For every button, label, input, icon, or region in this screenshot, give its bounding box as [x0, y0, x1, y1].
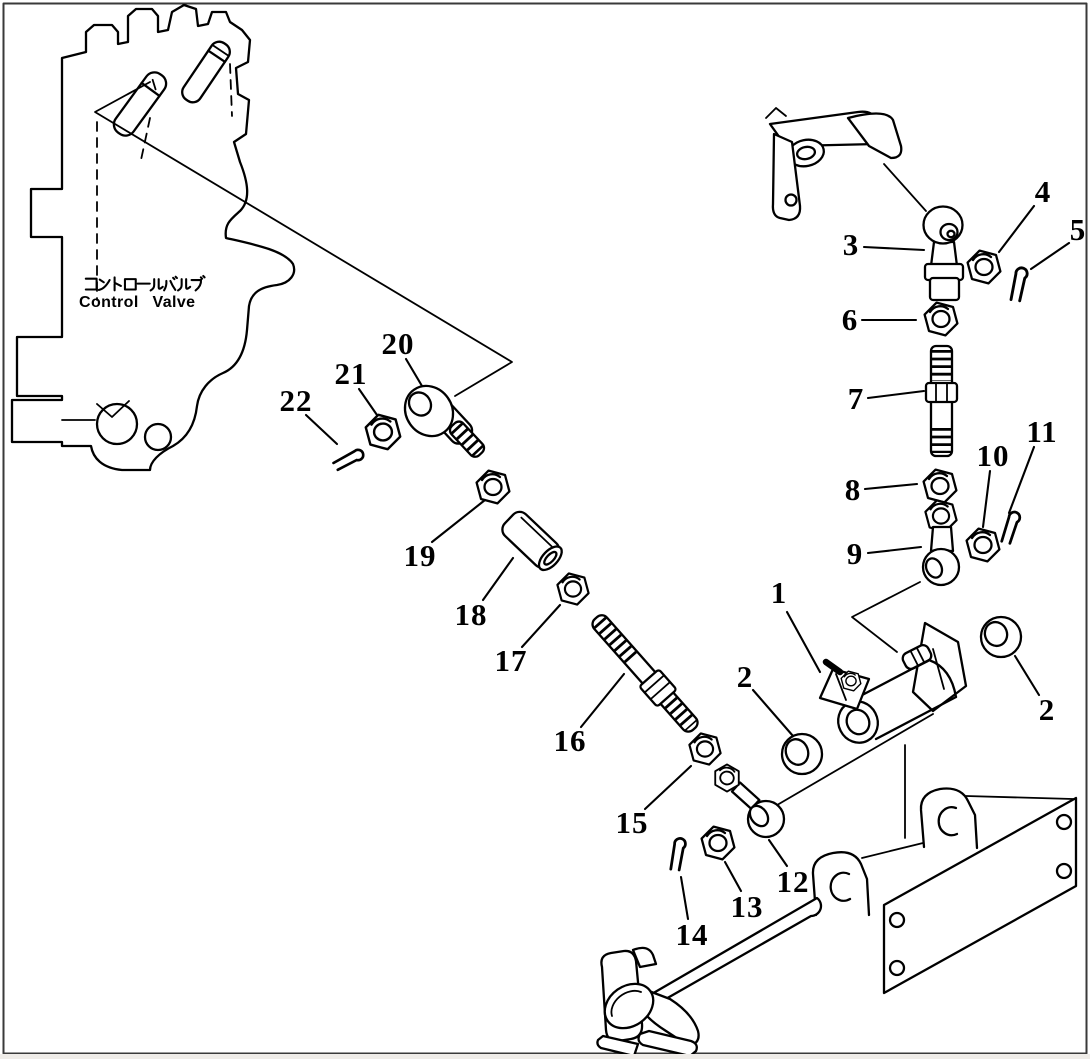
- cross-shaft-assembly-1: [818, 581, 968, 744]
- part-number-label-8: 8: [844, 472, 862, 507]
- leader-line-22: [304, 413, 339, 446]
- turnbuckle-rod-7: [924, 344, 959, 458]
- part-number-label-22: 22: [279, 383, 313, 418]
- part-number-label-11: 11: [1026, 414, 1058, 449]
- leader-line-2: [751, 688, 795, 738]
- leader-line-17: [520, 603, 562, 649]
- control-valve-label-jp-text: コントロールバルブ: [84, 275, 214, 293]
- control-valve-label-jp: [84, 274, 206, 292]
- leader-line-5: [1029, 241, 1071, 271]
- leader-line-11: [1007, 445, 1036, 515]
- linkage-reference-line: [94, 81, 513, 397]
- control-valve-label-en: Control Valve: [79, 294, 196, 311]
- leader-line-2: [1013, 654, 1041, 697]
- part-number-label-6: 6: [841, 302, 859, 337]
- part-number-label-18: 18: [454, 597, 488, 632]
- mounting-bracket: [811, 744, 1078, 995]
- part-number-label-5: 5: [1069, 212, 1087, 247]
- leader-line-15: [643, 764, 693, 811]
- part-number-label-9: 9: [846, 536, 864, 571]
- leader-line-7: [866, 389, 926, 400]
- leader-line-10: [981, 469, 992, 529]
- leader-line-20: [404, 357, 424, 388]
- leader-line-16: [579, 672, 626, 729]
- part-number-label-20: 20: [381, 326, 415, 361]
- part-number-label-1: 1: [770, 575, 788, 610]
- rod-end-20: [403, 384, 486, 458]
- part-number-label-7: 7: [847, 381, 865, 416]
- bushing-2-right: [979, 615, 1023, 659]
- bellcrank-lever: [765, 107, 903, 222]
- leader-line-14: [679, 875, 690, 921]
- part-number-label-14: 14: [675, 917, 709, 952]
- leader-line-9: [866, 545, 923, 555]
- spacer-sleeve-18: [501, 510, 563, 572]
- bellcrank-reference-line: [883, 163, 927, 212]
- part-number-label-21: 21: [334, 356, 368, 391]
- part-number-label-10: 10: [976, 438, 1010, 473]
- leader-line-1: [785, 610, 822, 674]
- leader-line-8: [863, 482, 919, 491]
- part-number-label-19: 19: [403, 538, 437, 573]
- page-edge-strip: [0, 1054, 1090, 1059]
- part-number-label-4: 4: [1034, 174, 1052, 209]
- leader-line-4: [997, 204, 1036, 254]
- assembly-reference-line: [771, 713, 934, 809]
- pivot-shaft: [641, 896, 823, 1014]
- rod-end-3: [922, 205, 965, 302]
- part-number-label-16: 16: [553, 723, 587, 758]
- part-number-label-15: 15: [615, 805, 649, 840]
- bushing-2-left: [780, 732, 824, 776]
- part-number-label-3: 3: [842, 227, 860, 262]
- part-number-label-13: 13: [730, 889, 764, 924]
- threaded-rod-16: [591, 614, 699, 733]
- part-number-label-2: 2: [1038, 692, 1056, 727]
- leader-line-12: [767, 838, 789, 868]
- leader-line-3: [862, 245, 926, 252]
- valve-pin-b: [181, 40, 231, 104]
- eye-bolt-12: [710, 761, 786, 839]
- control-lever: [596, 946, 700, 1058]
- part-number-label-2: 2: [736, 659, 754, 694]
- hidden-line: [229, 63, 233, 117]
- leader-line-19: [430, 498, 487, 544]
- hidden-line: [140, 117, 151, 161]
- rod-end-9: [921, 499, 961, 587]
- part-number-label-17: 17: [494, 643, 528, 678]
- part-number-label-12: 12: [776, 864, 810, 899]
- leader-line-13: [723, 860, 743, 893]
- control-valve: [10, 3, 296, 472]
- leader-line-21: [357, 387, 379, 417]
- leader-line-18: [481, 556, 515, 602]
